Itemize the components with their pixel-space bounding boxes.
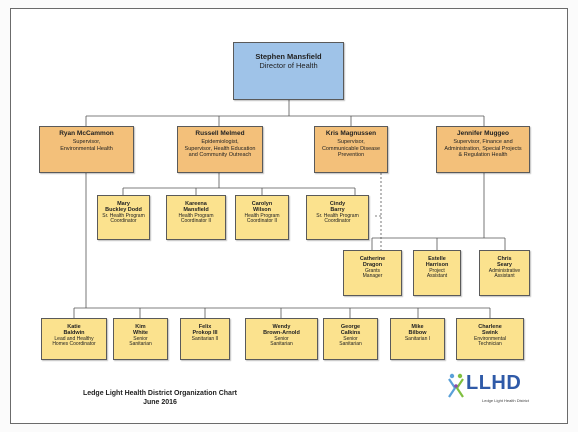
staff-name: Catherine Dragon (359, 256, 386, 269)
manager-title: Supervisor, Finance and Administration, … (444, 139, 522, 159)
staff-box: George Calkins Senior Sanitarian (323, 318, 378, 360)
staff-title: Senior Sanitarian (270, 335, 293, 348)
chart-title-line1: Ledge Light Health District Organization… (82, 390, 237, 397)
manager-box: Ryan McCammon Supervisor, Environmental … (39, 126, 134, 173)
staff-title: Sr. Health Program Coordinator (102, 212, 145, 225)
staff-name: Charlene Swink (478, 324, 502, 337)
staff-title: Health Program Coordinator II (244, 212, 280, 225)
staff-box: Kim White Senior Sanitarian (113, 318, 168, 360)
staff-title: Sr. Health Program Coordinator (316, 212, 359, 225)
staff-name: Kareena Mansfield (183, 201, 209, 214)
staff-box: Estelle Harrison Project Assistant (413, 250, 461, 296)
staff-name: Wendy Brown-Arnold (263, 324, 300, 337)
manager-name: Kris Magnussen (325, 130, 377, 137)
staff-box: Katie Baldwin Lead and Healthy Homes Coo… (41, 318, 107, 360)
staff-box: Felix Prokop III Sanitarian II (180, 318, 230, 360)
manager-name: Jennifer Muggeo (456, 130, 509, 137)
staff-title: Health Program Coordinator II (178, 212, 214, 225)
director-title: Director of Health (259, 60, 318, 70)
staff-box: Catherine Dragon Grants Manager (343, 250, 402, 296)
staff-title: Lead and Healthy Homes Coordinator (52, 335, 96, 348)
logo-tagline: Ledge Light Health District (482, 398, 529, 403)
staff-title: Environmental Technician (474, 335, 506, 348)
director-box: Stephen Mansfield Director of Health (233, 42, 344, 100)
logo-text: LLHD (466, 372, 522, 394)
staff-name: Chris Seary (497, 256, 512, 269)
chart-title: Ledge Light Health District Organization… (70, 389, 250, 407)
staff-box: Chris Seary Administrative Assistant (479, 250, 530, 296)
staff-box: Mary Buckley Dodd Sr. Health Program Coo… (97, 195, 150, 240)
manager-title: Supervisor, Communicable Disease Prevent… (321, 139, 381, 159)
manager-name: Russell Melmed (195, 130, 245, 137)
llhd-logo-icon (448, 373, 464, 398)
staff-title: Administrative Assistant (488, 267, 521, 280)
manager-title: Epidemiologist, Supervisor, Health Educa… (184, 139, 256, 159)
staff-name: Mike Bilbow (408, 324, 427, 337)
manager-box: Russell Melmed Epidemiologist, Superviso… (177, 126, 263, 173)
manager-box: Kris Magnussen Supervisor, Communicable … (314, 126, 388, 173)
staff-box: Carolyn Wilson Health Program Coordinato… (235, 195, 289, 240)
manager-title: Supervisor, Environmental Health (60, 139, 113, 152)
manager-name: Ryan McCammon (59, 130, 114, 137)
staff-title: Sanitarian II (191, 335, 219, 342)
staff-name: Mary Buckley Dodd (105, 201, 142, 214)
staff-box: Kareena Mansfield Health Program Coordin… (166, 195, 226, 240)
staff-title: Senior Sanitarian (339, 335, 362, 348)
staff-title: Project Assistant (426, 267, 448, 280)
staff-name: George Calkins (340, 324, 361, 337)
staff-name: Cindy Barry (329, 201, 346, 214)
staff-name: Estelle Harrison (425, 256, 449, 269)
chart-title-date: June 2016 (143, 399, 177, 407)
staff-name: Felix Prokop III (192, 324, 218, 337)
staff-title: Sanitarian I (404, 335, 431, 342)
staff-box: Cindy Barry Sr. Health Program Coordinat… (306, 195, 369, 240)
staff-box: Charlene Swink Environmental Technician (456, 318, 524, 360)
staff-title: Senior Sanitarian (129, 335, 152, 348)
director-name: Stephen Mansfield (255, 52, 322, 61)
staff-name: Katie Baldwin (63, 324, 85, 337)
staff-box: Wendy Brown-Arnold Senior Sanitarian (245, 318, 318, 360)
staff-name: Carolyn Wilson (251, 201, 273, 214)
staff-title: Grants Manager (362, 267, 383, 280)
staff-box: Mike Bilbow Sanitarian I (390, 318, 445, 360)
staff-name: Kim White (133, 324, 148, 337)
manager-box: Jennifer Muggeo Supervisor, Finance and … (436, 126, 530, 173)
